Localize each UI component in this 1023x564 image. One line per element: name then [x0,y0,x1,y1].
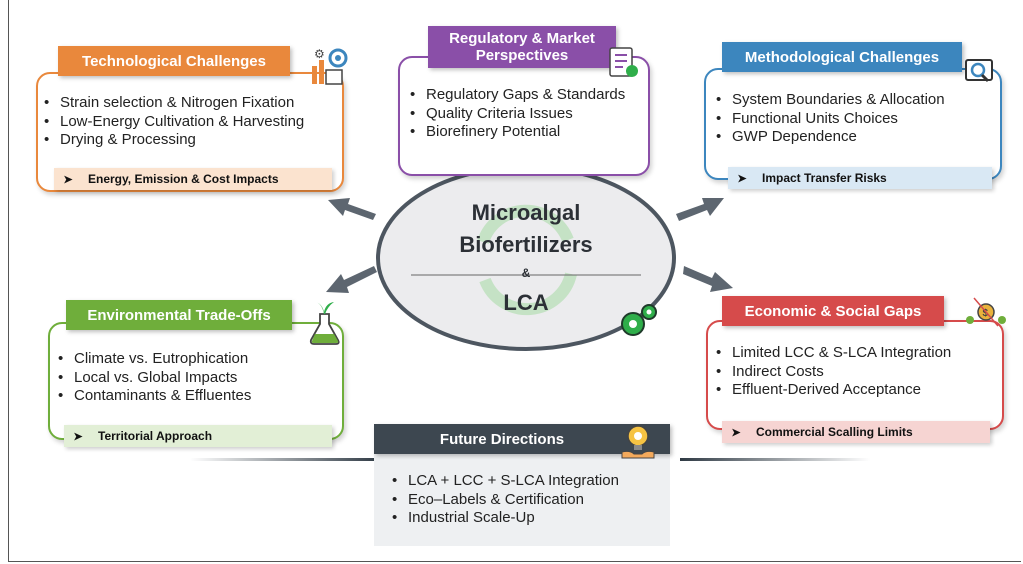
technological-header: Technological Challenges [58,46,290,76]
regulatory-list: Regulatory Gaps & Standards Quality Crit… [410,86,650,142]
list-item: Local vs. Global Impacts [58,369,344,388]
svg-text:⚙: ⚙ [314,47,325,61]
list-item: GWP Dependence [716,128,1006,147]
list-item: Indirect Costs [716,363,1006,382]
list-item: Eco–Labels & Certification [392,491,668,510]
chevron-right-icon: ➤ [737,172,747,185]
list-item: Regulatory Gaps & Standards [410,86,650,105]
methodological-title: Methodological Challenges [744,48,940,66]
list-item: Quality Criteria Issues [410,105,650,124]
future-header: Future Directions [374,424,670,454]
economic-footer: ➤ Commercial Scalling Limits [722,421,990,443]
list-item: LCA + LCC + S-LCA Integration [392,472,668,491]
environmental-header: Environmental Trade-Offs [66,300,292,330]
factory-gear-icon: ⚙ [312,47,348,85]
money-people-icon: $ [966,297,1006,327]
list-item: Industrial Scale-Up [392,509,668,528]
arrow-up-right [676,198,724,221]
list-item: System Boundaries & Allocation [716,91,1006,110]
future-list: LCA + LCC + S-LCA Integration Eco–Labels… [392,472,668,528]
center-node: Microalgal Biofertilizers & LCA [373,162,679,354]
environmental-footer: ➤ Territorial Approach [64,425,332,447]
center-title-line1: Microalgal [471,200,581,225]
list-item: Strain selection & Nitrogen Fixation [44,94,344,113]
right-connector-bar [680,458,870,461]
economic-footer-text: Commercial Scalling Limits [756,425,913,439]
list-item: Biorefinery Potential [410,123,650,142]
certificate-checklist-icon [609,47,638,77]
regulatory-title-line2: Perspectives [475,47,569,64]
center-ellipse [376,165,676,351]
environmental-footer-text: Territorial Approach [98,429,213,443]
recycle-watermark-icon [477,204,577,316]
methodological-footer: ➤ Impact Transfer Risks [728,167,992,189]
list-item: Climate vs. Eutrophication [58,350,344,369]
future-title: Future Directions [439,430,565,448]
economic-title: Economic & Social Gaps [744,302,922,320]
list-item: Low-Energy Cultivation & Harvesting [44,113,344,132]
list-item: Functional Units Choices [716,110,1006,129]
technological-footer: ➤ Energy, Emission & Cost Impacts [54,168,332,190]
list-item: Drying & Processing [44,131,344,150]
flask-plant-icon [309,302,340,345]
left-connector-bar [190,458,380,461]
technological-title: Technological Challenges [82,52,266,70]
chevron-right-icon: ➤ [63,173,73,186]
center-title-line2: Biofertilizers [459,232,593,257]
economic-list: Limited LCC & S-LCA Integration Indirect… [716,344,1006,400]
center-title-line3: LCA [503,290,549,315]
environmental-list: Climate vs. Eutrophication Local vs. Glo… [58,350,344,406]
methodological-header: Methodological Challenges [722,42,962,72]
arrow-up-left [328,198,376,220]
list-item: Limited LCC & S-LCA Integration [716,344,1006,363]
algae-cells-icon [621,304,657,336]
center-ampersand: & [521,266,531,280]
technological-list: Strain selection & Nitrogen Fixation Low… [44,94,344,150]
economic-header: Economic & Social Gaps [722,296,944,326]
methodological-list: System Boundaries & Allocation Functiona… [716,91,1006,147]
regulatory-title-line1: Regulatory & Market [449,30,595,47]
technological-footer-text: Energy, Emission & Cost Impacts [88,172,279,186]
list-item: Effluent-Derived Acceptance [716,381,1006,400]
methodological-footer-text: Impact Transfer Risks [762,171,887,185]
arrow-down-left [326,266,377,293]
list-item: Contaminants & Effluentes [58,387,344,406]
figure-frame [8,0,1021,562]
chevron-right-icon: ➤ [731,426,741,439]
environmental-title: Environmental Trade-Offs [87,306,271,324]
monitor-magnifier-icon [965,59,993,83]
regulatory-header: Regulatory & Market Perspectives [428,26,616,68]
arrow-down-right [683,266,733,292]
chevron-right-icon: ➤ [73,430,83,443]
svg-text:$: $ [983,308,989,319]
lightbulb-hands-icon [621,425,655,459]
